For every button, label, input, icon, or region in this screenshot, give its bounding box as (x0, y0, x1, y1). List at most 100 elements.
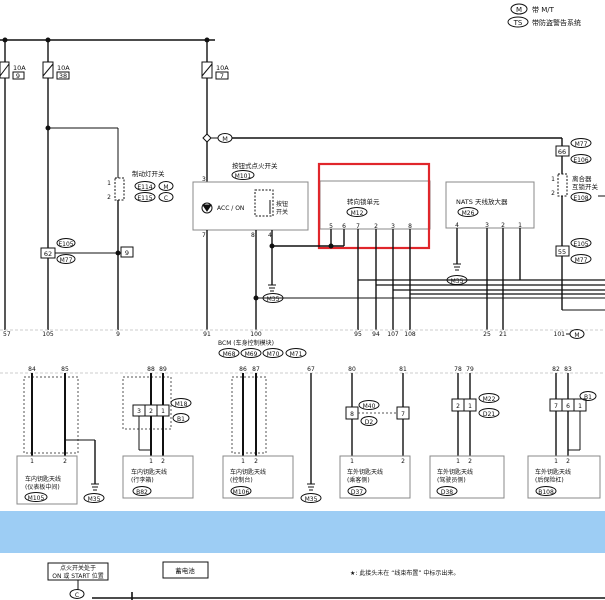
nats-pin-3: 2 (501, 222, 505, 229)
brake-conn-a: E114 (137, 184, 152, 191)
ant5-pin-2: 2 (468, 458, 472, 465)
highlight-box (317, 162, 431, 250)
bcm-top-pin-11: 21 (499, 331, 507, 338)
nats-pin-2: 3 (485, 222, 489, 229)
ant5-name-2: (驾驶员侧) (437, 476, 466, 484)
ignition-label-1: 点火开关处于 (60, 564, 96, 572)
brake-switch-title: 制动灯开关 (132, 169, 165, 178)
bcm-title: BCM (车身控制模块) (218, 339, 274, 347)
bcm-top-pin-12: 101 (554, 331, 566, 338)
ant5-conn: D38 (441, 489, 453, 496)
steering-lock-unit: 转向锁单元 M12 5 6 7 2 3 8 (319, 180, 431, 230)
ant6-jconn-a: B1 (584, 394, 592, 401)
antenna-passenger: 8 7 M40 D2 1 2 车外钥匙天线 (乘客侧) D37 (339, 373, 411, 499)
bcm-top-pin-5: 100 (250, 331, 262, 338)
right-pin-66: 66 (558, 148, 566, 156)
fuse-amp-3: 10A (216, 64, 229, 72)
bcm-top-pin-3: 9 (116, 331, 120, 338)
nats-title: NATS 天线放大器 (456, 197, 508, 206)
right-conn-m77: M77 (575, 257, 588, 264)
nats-pin-4: 1 (518, 222, 522, 229)
brake-switch: 1 2 制动灯开关 E114 M E115 C (107, 169, 174, 202)
ant4-jpin-1: 8 (350, 411, 354, 418)
bcm-bot-pin-10: 78 (454, 366, 462, 373)
bcm-bot-pin-11: 79 (466, 366, 474, 373)
left-conn-a: E105 (58, 241, 73, 248)
legend-ts-label: TS (513, 19, 523, 27)
ant6-conn: B108 (538, 489, 554, 496)
clutch-pin-2: 2 (551, 190, 555, 197)
ground-tag-1: M35 (267, 296, 280, 303)
ant2-jpin-3: 1 (161, 408, 165, 415)
ant5-name-1: 车外钥匙天线 (437, 468, 473, 476)
ground-tag-2: M35 (451, 278, 464, 285)
bcm-top-pin-10: 25 (483, 331, 491, 338)
ant3-name-2: (控制台) (230, 476, 253, 484)
ant5-jconn-b: D21 (483, 411, 495, 418)
left-conn-b: M77 (60, 257, 73, 264)
bcm-bot-pin-8: 80 (348, 366, 356, 373)
push-btn-label-1: 按钮 (276, 200, 288, 208)
ant4-conn: D37 (351, 489, 363, 496)
fuse-num-2: 38 (59, 72, 67, 80)
ground-tag-4: M35 (305, 496, 318, 503)
ant2-jpin-1: 3 (137, 408, 141, 415)
ant1-name-1: 车内钥匙天线 (25, 475, 61, 483)
ant3-pin-1: 1 (241, 458, 245, 465)
bcm-bot-pin-6: 87 (252, 366, 260, 373)
bcm-bot-pin-9: 81 (399, 366, 407, 373)
bcm-conn-4: M71 (290, 351, 303, 358)
bcm-101-tag: M (574, 332, 579, 339)
bcm-top-pin-8: 107 (387, 331, 399, 338)
push-switch-conn: M101 (235, 173, 252, 180)
fuse-amp-1: 10A (13, 64, 26, 72)
ant4-pin-1: 1 (350, 458, 354, 465)
ant1-name-2: (仪表板中间) (25, 483, 60, 491)
nats-antenna-amp: NATS 天线放大器 M26 4 3 2 1 (445, 181, 535, 229)
ant4-name-2: (乘客侧) (347, 476, 370, 484)
antenna-rear-bumper: 7 6 1 B1 1 2 车外钥匙天线 (后保险杠) B108 (527, 373, 601, 499)
push-acc-label: ACC / ON (217, 205, 244, 212)
clutch-label-1: 离合器 (572, 174, 592, 183)
sl-pin-3: 7 (356, 223, 360, 230)
bcm-conn-2: M69 (245, 351, 258, 358)
ant2-jpin-2: 2 (149, 408, 153, 415)
sl-pin-4: 2 (374, 223, 378, 230)
ant4-pin-2: 2 (401, 458, 405, 465)
bcm-top-pin-7: 94 (372, 331, 380, 338)
ant4-jconn-a: M40 (363, 403, 376, 410)
ant2-name-1: 车内钥匙天线 (131, 468, 167, 476)
ant5-jconn-a: M22 (483, 396, 496, 403)
bcm-top-pin-9: 108 (404, 331, 416, 338)
legend-m-label: M (516, 6, 522, 14)
fuse-amp-2: 10A (57, 64, 70, 72)
bottom-c-tag: C (75, 592, 79, 599)
push-pin-7: 7 (202, 232, 206, 239)
push-pin-4: 4 (268, 232, 272, 239)
ant2-pin-2: 2 (161, 458, 165, 465)
right-pin-55: 55 (558, 248, 566, 256)
ant6-jpin-1: 7 (554, 403, 558, 410)
battery-label: 蓄电池 (175, 566, 195, 575)
bcm-bot-pin-13: 83 (564, 366, 572, 373)
brake-pin-1: 1 (107, 180, 111, 187)
nats-pin-1: 4 (455, 222, 459, 229)
steering-lock-title: 转向锁单元 (347, 197, 380, 206)
bcm-top-pin-2: 105 (42, 331, 54, 338)
push-switch-title: 按钮式点火开关 (232, 161, 278, 170)
left-pin-9: 9 (125, 249, 129, 257)
clutch-label-2: 互锁开关 (572, 182, 599, 191)
sl-pin-1: 5 (329, 223, 333, 230)
fuse-num-3: 7 (220, 72, 224, 80)
bcm-top-pin-6: 95 (354, 331, 362, 338)
ground-tag-3: M35 (88, 496, 101, 503)
sl-pin-5: 3 (391, 223, 395, 230)
antenna-inst-center: M35 1 2 车内钥匙天线 (仪表板中间) M105 (16, 373, 105, 505)
ant5-pin-1: 1 (456, 458, 460, 465)
antenna-trunk: 3 2 1 M18 B1 1 2 车内钥匙天线 (行李箱) B82 (122, 373, 194, 499)
legend-ts-text: 带防盗警告系统 (532, 18, 581, 27)
ant5-jpin-2: 1 (468, 403, 472, 410)
right-conn-e106: E106 (573, 157, 588, 164)
bcm-bot-pin-12: 82 (552, 366, 560, 373)
